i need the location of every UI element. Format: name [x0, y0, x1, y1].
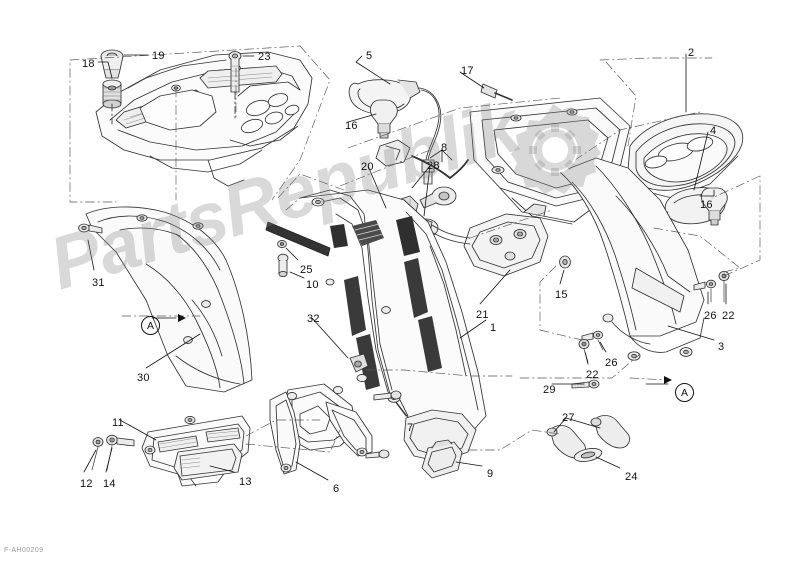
callout-number-32: 32 [307, 313, 320, 325]
part-10-bolt [277, 253, 289, 278]
callout-number-21: 21 [476, 309, 489, 321]
callout-number-9: 9 [487, 468, 494, 480]
callout-number-2: 2 [688, 47, 695, 59]
part-29-screw [571, 379, 600, 389]
callout-number-4: 4 [710, 125, 717, 137]
callout-number-16: 16 [700, 199, 713, 211]
callout-number-6: 6 [333, 483, 340, 495]
reference-bubble-a: A [141, 316, 160, 335]
callout-number-29: 29 [543, 384, 556, 396]
part-7-bolt [373, 390, 402, 401]
part-32-clip [349, 353, 369, 373]
part-23-bolt [228, 51, 242, 119]
part-15-fastener [559, 255, 571, 269]
callout-number-22: 22 [586, 369, 599, 381]
callout-number-26: 26 [605, 357, 618, 369]
callout-number-16: 16 [345, 120, 358, 132]
callout-number-24: 24 [625, 471, 638, 483]
part-6-plate-bracket [269, 383, 390, 475]
callout-number-25: 25 [300, 264, 313, 276]
part-27-24-reflectors [546, 415, 630, 462]
callout-number-28: 28 [427, 160, 440, 172]
callout-number-15: 15 [555, 289, 568, 301]
callout-number-5: 5 [366, 50, 373, 62]
callout-number-18: 18 [82, 58, 95, 70]
callout-number-20: 20 [361, 161, 374, 173]
part-26-22-lower [578, 330, 604, 363]
callout-number-12: 12 [80, 478, 93, 490]
part-13-pad [173, 443, 243, 481]
part-31-bolt [78, 223, 103, 234]
callout-number-22: 22 [722, 310, 735, 322]
callout-number-26: 26 [704, 310, 717, 322]
callout-number-27: 27 [562, 412, 575, 424]
part-12-14-washers [91, 434, 135, 471]
part-19-screw [100, 49, 124, 79]
callout-number-14: 14 [103, 478, 116, 490]
part-18-grommet [102, 79, 122, 125]
part-tail-panel-top [95, 51, 313, 187]
callout-number-13: 13 [239, 476, 252, 488]
callout-number-11: 11 [112, 417, 124, 429]
callout-number-17: 17 [461, 65, 474, 77]
callout-number-10: 10 [306, 279, 319, 291]
callout-number-3: 3 [718, 341, 725, 353]
part-28-bracket [375, 139, 411, 167]
callout-number-19: 19 [152, 50, 165, 62]
part-30-subframe-left [85, 206, 253, 393]
part-3-subframe-right [559, 157, 705, 361]
callout-number-1: 1 [490, 322, 497, 334]
part-26-22-upper [693, 270, 730, 303]
reference-bubble-a: A [675, 383, 694, 402]
part-9-pad [421, 439, 463, 479]
callout-number-8: 8 [441, 142, 448, 154]
callout-number-30: 30 [137, 372, 150, 384]
part-25-stay [265, 221, 331, 257]
callout-number-31: 31 [92, 277, 105, 289]
part-2-taillight [627, 113, 744, 199]
callout-number-23: 23 [258, 51, 271, 63]
sheet-code-label: F-AH00209 [4, 547, 44, 554]
callout-number-7: 7 [407, 422, 414, 434]
part-17-fastener [480, 83, 513, 101]
part-16-bulb-left [370, 99, 398, 139]
